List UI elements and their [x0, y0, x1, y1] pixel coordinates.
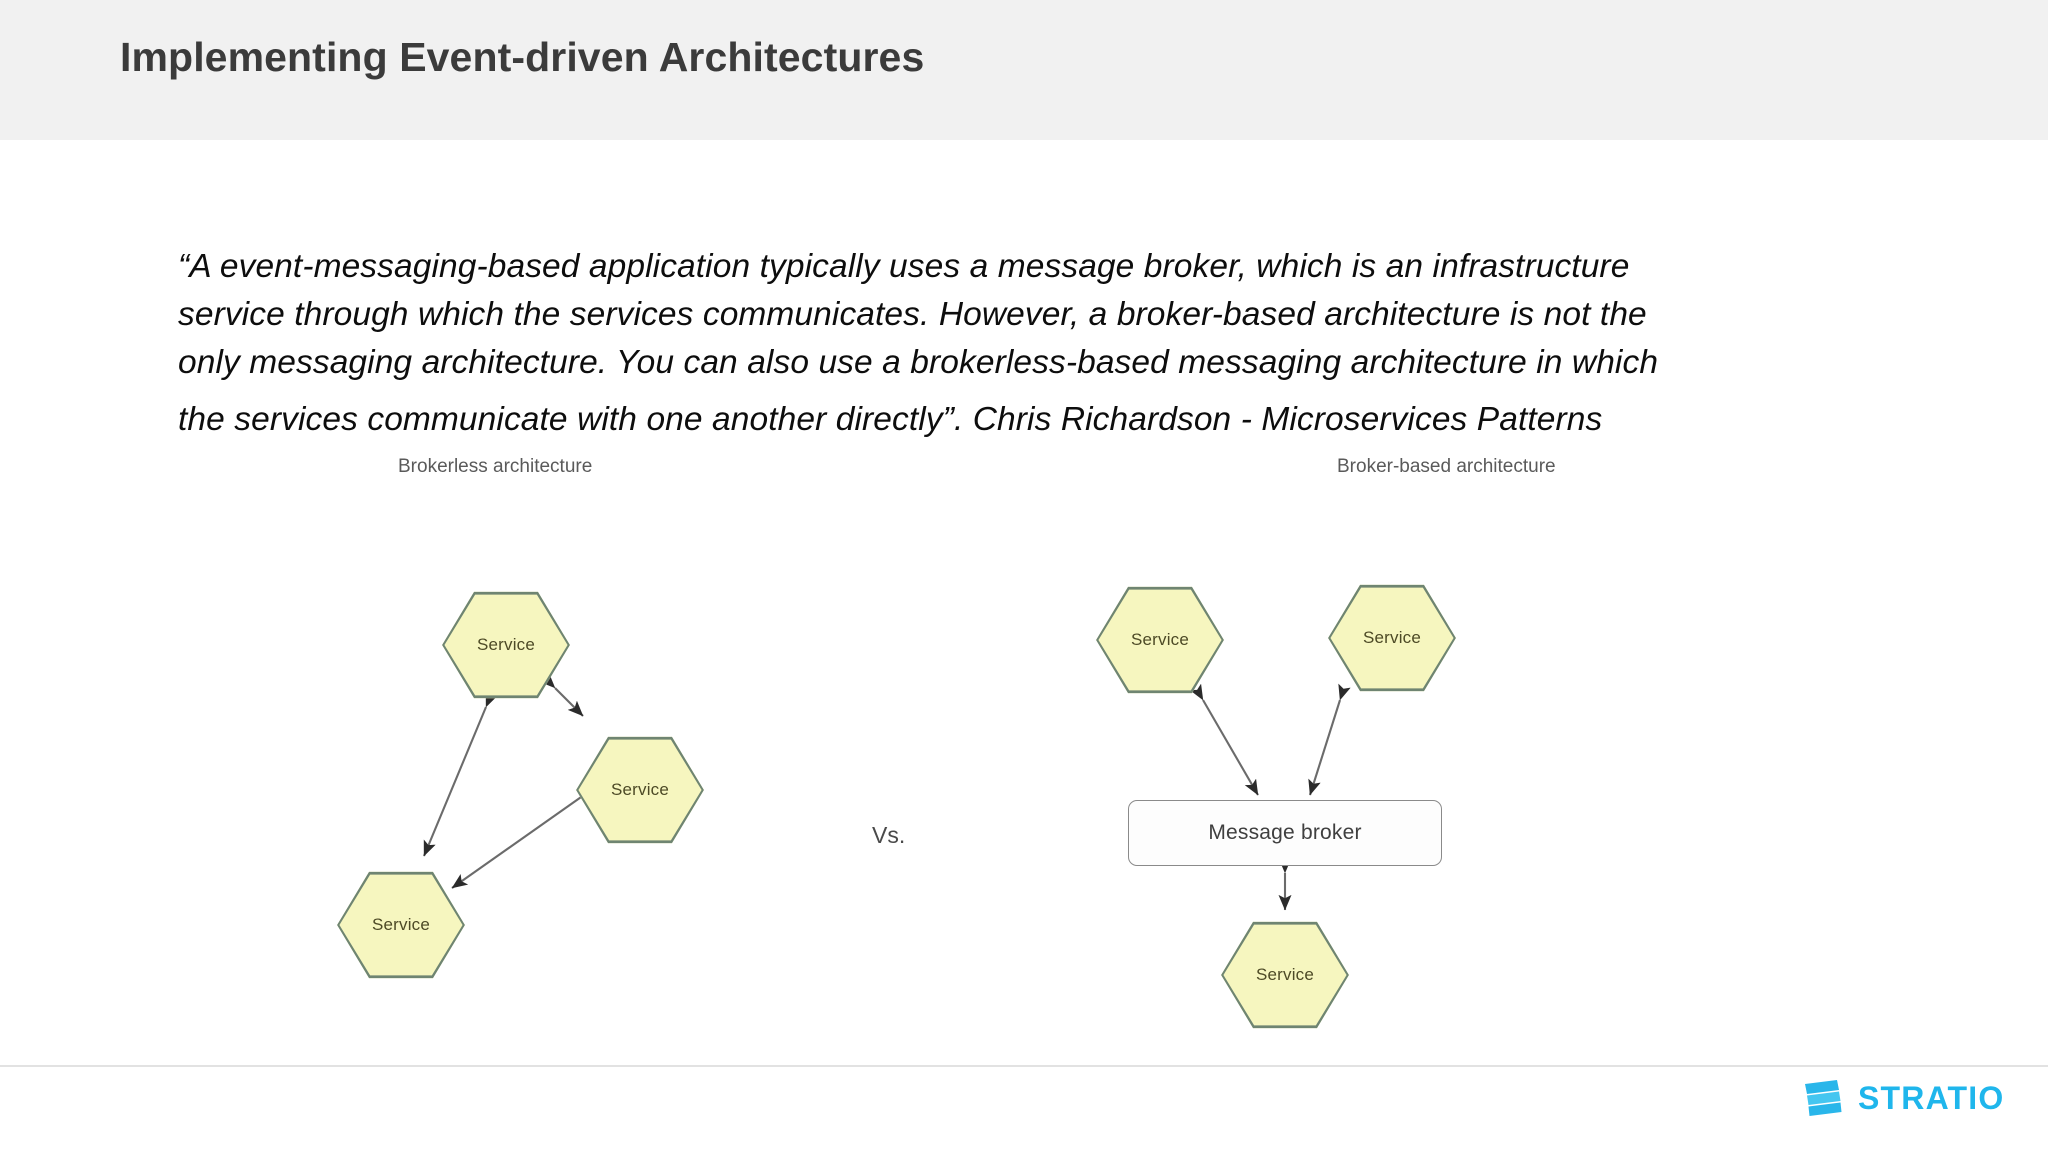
service-node-label: Service: [610, 780, 670, 799]
stratio-wordmark: STRATIO: [1858, 1080, 2005, 1116]
footer-divider: [0, 1065, 2048, 1067]
service-node-label: Service: [1362, 628, 1422, 647]
slide-header-band: [0, 0, 2048, 140]
quote-line-1: “A event-messaging-based application typ…: [178, 248, 1630, 285]
service-node-label: Service: [1255, 965, 1315, 984]
brokerless-architecture-caption: Brokerless architecture: [398, 456, 593, 477]
quote-line-2: service through which the services commu…: [178, 296, 1647, 333]
service-node-label: Service: [371, 915, 431, 934]
broker-based-architecture-caption: Broker-based architecture: [1337, 456, 1556, 477]
page-title: Implementing Event-driven Architectures: [120, 34, 925, 80]
diagram-area: Brokerless architecture Broker-based arc…: [0, 440, 2048, 1060]
message-broker-label: Message broker: [1208, 821, 1362, 844]
service-node-label: Service: [476, 635, 536, 654]
quote-line-4-attribution: the services communicate with one anothe…: [178, 401, 1603, 438]
stratio-layers-icon: [1800, 1077, 1844, 1119]
versus-label: Vs.: [872, 822, 906, 848]
service-node-label: Service: [1130, 630, 1190, 649]
quote-block: “A event-messaging-based application typ…: [178, 243, 1968, 444]
stratio-logo: STRATIO: [1800, 1077, 2004, 1119]
message-broker-node[interactable]: Message broker: [1128, 800, 1442, 866]
quote-line-3: only messaging architecture. You can als…: [178, 344, 1659, 381]
service-node-broker-bottom[interactable]: Service: [1221, 921, 1349, 1029]
